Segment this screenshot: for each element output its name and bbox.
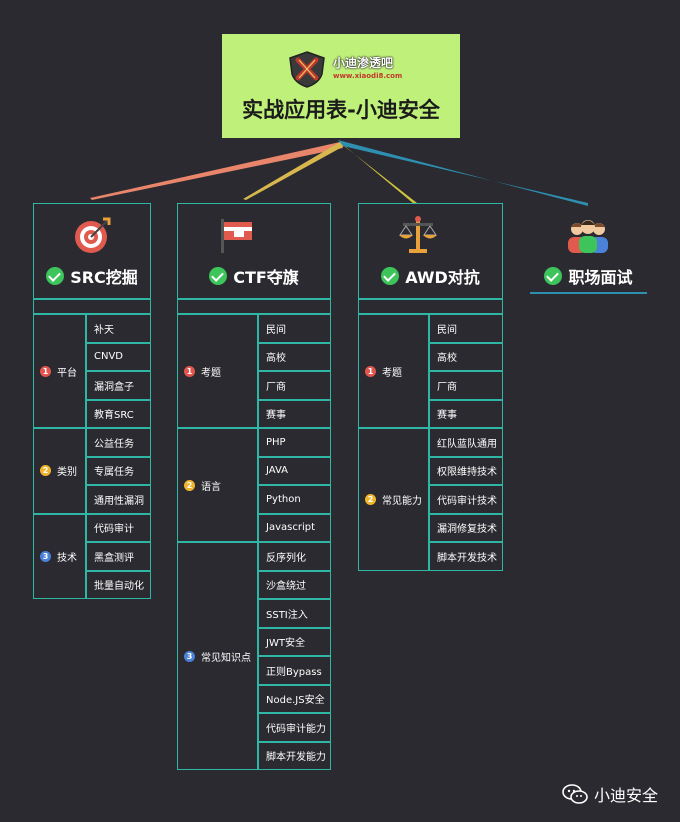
list-item: 公益任务: [86, 428, 151, 457]
check-icon: [381, 267, 400, 285]
list-item: 正则Bypass: [258, 656, 331, 685]
list-item: 补天: [86, 314, 151, 343]
check-icon: [46, 267, 65, 285]
ctf-header: CTF夺旗: [177, 264, 331, 288]
ctf-group-1: 1 考题: [177, 314, 258, 428]
group-label: 常见能力: [382, 495, 422, 507]
page-title: 实战应用表-小迪安全: [242, 98, 440, 122]
flag-icon: [221, 219, 252, 253]
list-item: 赛事: [258, 399, 331, 428]
list-item: 脚本开发技术: [429, 542, 503, 571]
list-item: 权限维持技术: [429, 456, 503, 485]
list-item: 厂商: [258, 371, 331, 400]
num-badge: 2: [365, 493, 376, 505]
list-item: 民间: [258, 314, 331, 343]
num-badge: 1: [40, 365, 51, 377]
list-item: 厂商: [429, 371, 503, 400]
connector-interview: [338, 140, 588, 206]
people-icon: [568, 220, 608, 253]
src-header-card: [33, 203, 151, 299]
src-spacer: [33, 299, 151, 314]
list-item: 民间: [429, 314, 503, 343]
footer-text: 小迪安全: [593, 786, 658, 805]
awd-group-1: 1 考题: [358, 314, 429, 428]
list-item: 黑盒测评: [86, 542, 151, 571]
num-badge: 3: [40, 550, 51, 562]
list-item: 专属任务: [86, 456, 151, 485]
list-item: 反序列化: [258, 542, 331, 571]
connector-awd: [340, 142, 417, 204]
scales-icon: [399, 216, 437, 253]
group-label: 平台: [57, 367, 77, 379]
check-icon: [544, 267, 563, 285]
interview-header: 职场面试: [530, 264, 647, 288]
brand-url: www.xiaodi8.com: [333, 72, 403, 80]
list-item: JWT安全: [258, 627, 331, 656]
list-item: 代码审计能力: [258, 713, 331, 742]
num-badge: 1: [365, 365, 376, 377]
connector-ctf: [243, 142, 344, 200]
src-group-2: 2 类别: [33, 428, 86, 514]
check-icon: [209, 267, 228, 285]
brand-name: 小迪渗透吧: [333, 56, 394, 70]
num-badge: 2: [40, 465, 51, 477]
list-item: 漏洞盒子: [86, 371, 151, 400]
list-item: CNVD: [86, 342, 151, 371]
connector-src: [90, 142, 343, 200]
list-item: Python: [258, 485, 331, 514]
src-header: SRC挖掘: [33, 264, 151, 288]
footer-brand: 小迪安全: [562, 782, 658, 806]
list-item: 代码审计技术: [429, 485, 503, 514]
list-item: 赛事: [429, 399, 503, 428]
ctf-group-2: 2 语言: [177, 428, 258, 542]
group-label: 考题: [382, 367, 402, 379]
list-item: 红队蓝队通用: [429, 428, 503, 457]
num-badge: 2: [184, 479, 195, 491]
list-item: 脚本开发能力: [258, 741, 331, 770]
group-label: 语言: [201, 481, 221, 493]
ctf-spacer: [177, 299, 331, 314]
interview-underline: [530, 292, 647, 294]
list-item: Javascript: [258, 513, 331, 542]
list-item: Node.JS安全: [258, 684, 331, 713]
src-group-3: 3 技术: [33, 513, 86, 599]
list-item: 高校: [258, 342, 331, 371]
num-badge: 3: [184, 650, 195, 662]
awd-header: AWD对抗: [358, 264, 503, 288]
list-item: 沙盒绕过: [258, 570, 331, 599]
awd-header-card: [358, 203, 503, 299]
group-label: 类别: [57, 467, 77, 479]
list-item: PHP: [258, 428, 331, 457]
list-item: 教育SRC: [86, 399, 151, 428]
awd-spacer: [358, 299, 503, 314]
group-label: 考题: [201, 367, 221, 379]
title-box: [222, 34, 460, 138]
ctf-header-card: [177, 203, 331, 299]
list-item: 通用性漏洞: [86, 485, 151, 514]
awd-title: AWD对抗: [405, 268, 480, 287]
list-item: 批量自动化: [86, 570, 151, 599]
list-item: 漏洞修复技术: [429, 513, 503, 542]
awd-group-2: 2 常见能力: [358, 428, 429, 571]
group-label: 技术: [57, 552, 77, 564]
src-title: SRC挖掘: [70, 268, 138, 287]
group-label: 常见知识点: [201, 652, 251, 664]
list-item: JAVA: [258, 456, 331, 485]
ctf-title: CTF夺旗: [233, 268, 299, 287]
wechat-icon: [562, 784, 588, 804]
interview-title: 职场面试: [568, 268, 633, 287]
num-badge: 1: [184, 365, 195, 377]
list-item: SSTI注入: [258, 599, 331, 628]
list-item: 高校: [429, 342, 503, 371]
ctf-group-3: 3 常见知识点: [177, 542, 258, 770]
logo-icon: [289, 51, 325, 88]
list-item: 代码审计: [86, 513, 151, 542]
target-icon: [75, 217, 111, 253]
src-group-1: 1 平台: [33, 314, 86, 428]
